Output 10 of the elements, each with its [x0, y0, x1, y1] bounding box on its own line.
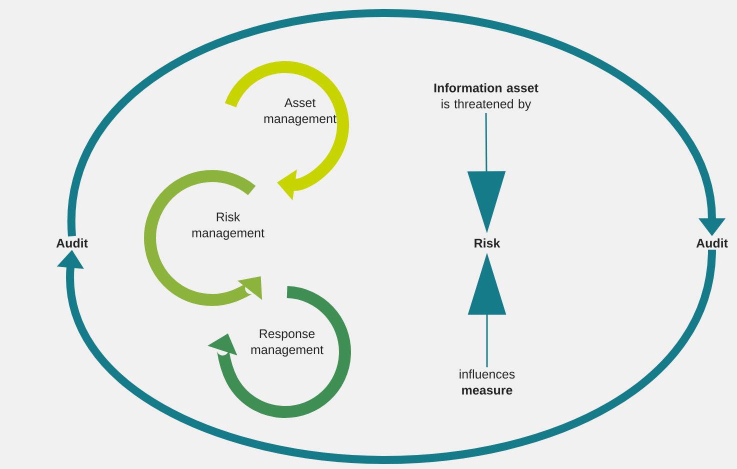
curved-arrow	[68, 9, 726, 236]
text-label: Response management	[251, 329, 324, 357]
text-label: influences measure	[460, 369, 515, 395]
text-label: Audit	[56, 238, 88, 248]
text-label: Information asset is threatened by	[434, 83, 538, 111]
text-label: Audit	[696, 238, 728, 248]
text-label: Asset management	[264, 98, 336, 126]
text-label: Risk management	[192, 212, 264, 240]
text-label: Risk	[474, 238, 500, 248]
curved-arrow	[56, 249, 716, 464]
